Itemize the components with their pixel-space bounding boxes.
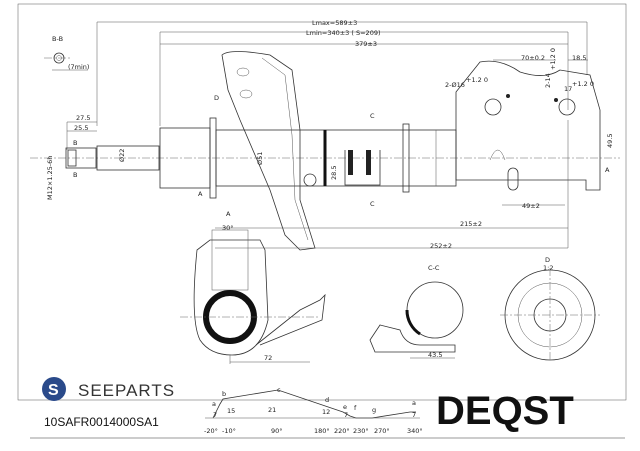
chart-value: 21 [268, 406, 276, 414]
dim-hole-16: 2-Ø16 [445, 81, 465, 89]
mount-bracket [221, 51, 317, 251]
chart-point-a2: a [412, 399, 416, 407]
chart-value: 12 [322, 408, 330, 416]
chart-tick: 90° [271, 427, 283, 435]
chart-tick: 270° [374, 427, 390, 435]
view-mark-d: D [214, 94, 219, 102]
chart-point-g: g [372, 406, 376, 414]
dim-slot-14: 2-14 [544, 73, 552, 88]
dim-thread: M12×1.25-6h [46, 156, 54, 200]
dim-25-5: 25.5 [74, 124, 88, 132]
dim-28-5: 28.5 [330, 166, 338, 180]
dim-49-5: 49.5 [606, 134, 614, 148]
label-bb: B-B [52, 35, 63, 43]
dim-lmin: Lmin=340±3 ( S=209) [306, 29, 381, 37]
section-mark-c-bottom: C [370, 200, 375, 208]
chart-point-b: b [222, 390, 226, 398]
dimension-lines: Lmax=589±3 Lmin=340±3 ( S=209) 379±3 70±… [96, 19, 614, 148]
piston-rod: 27.5 25.5 B B M12×1.25-6h Ø22 [30, 114, 620, 200]
dim-70: 70±0.2 [521, 54, 545, 62]
section-b-b: B-B (7min) [44, 35, 89, 71]
chart-point-a: a [212, 400, 216, 408]
dim-30deg: 30° [222, 224, 234, 232]
detail-d: D 1:2 [500, 256, 600, 362]
seeparts-logo-text: SEEPARTS [78, 381, 175, 400]
section-mark-c-top: C [370, 112, 375, 120]
view-a-title: A [226, 210, 231, 218]
section-c-c: C-C 43.5 [369, 264, 464, 359]
dim-379: 379±3 [355, 40, 377, 48]
dim-72: 72 [264, 354, 272, 362]
section-c-c-title: C-C [428, 264, 440, 272]
drawing-frame [17, 3, 627, 401]
dim-49: 49±2 [522, 202, 540, 210]
chart-value: 7 [213, 411, 217, 419]
angle-chart: a b c d e f g a 7 15 21 12 7 7 -20° -10°… [204, 386, 423, 435]
svg-text:S: S [48, 382, 59, 399]
dim-43-5: 43.5 [428, 351, 442, 359]
chart-tick: 230° [353, 427, 369, 435]
seeparts-logo: S SEEPARTS [42, 377, 175, 401]
dim-17: 17 [564, 85, 572, 93]
upper-mount: 49±2 215±2 252±2 A A [198, 60, 610, 250]
chart-tick: 180° [314, 427, 330, 435]
chart-value: 7 [344, 411, 348, 419]
view-a-clamp: A 30° 72 [180, 210, 326, 364]
view-mark-a-right: A [605, 166, 610, 174]
chart-point-e: e [343, 403, 347, 411]
chart-tick: 340° [407, 427, 423, 435]
chart-tick: -20° [204, 427, 218, 435]
chart-tick: -10° [222, 427, 236, 435]
detail-d-scale: 1:2 [543, 264, 553, 272]
label-b-bottom: B [73, 171, 77, 179]
chart-point-c: c [277, 386, 281, 394]
view-mark-a-left: A [198, 190, 203, 198]
dim-lmax: Lmax=589±3 [312, 19, 357, 27]
part-number: 10SAFR0014000SA1 [44, 415, 159, 429]
strut-tube: Ø51 D C C 28.5 [159, 94, 457, 208]
chart-point-d: d [325, 396, 329, 404]
deqst-logo: DEQST [436, 389, 574, 433]
dim-dia-22: Ø22 [118, 149, 126, 162]
chart-tick: 220° [334, 427, 350, 435]
label-7min: (7min) [68, 63, 89, 71]
dim-hole-16-tol: +1.2 0 [466, 76, 488, 84]
dim-17-tol: +1.2 0 [572, 80, 594, 88]
chart-point-f: f [354, 404, 357, 412]
dim-252: 252±2 [430, 242, 452, 250]
label-b-top: B [73, 139, 77, 147]
chart-value: 7 [412, 411, 416, 419]
dim-18-5: 18.5 [572, 54, 586, 62]
detail-d-title: D [545, 256, 550, 264]
seeparts-logo-icon [42, 377, 66, 401]
dim-215: 215±2 [460, 220, 482, 228]
chart-value: 15 [227, 407, 235, 415]
dim-slot-14-tol: +1.2 0 [549, 48, 557, 70]
dim-dia-51: Ø51 [256, 152, 264, 165]
dim-27-5: 27.5 [76, 114, 90, 122]
